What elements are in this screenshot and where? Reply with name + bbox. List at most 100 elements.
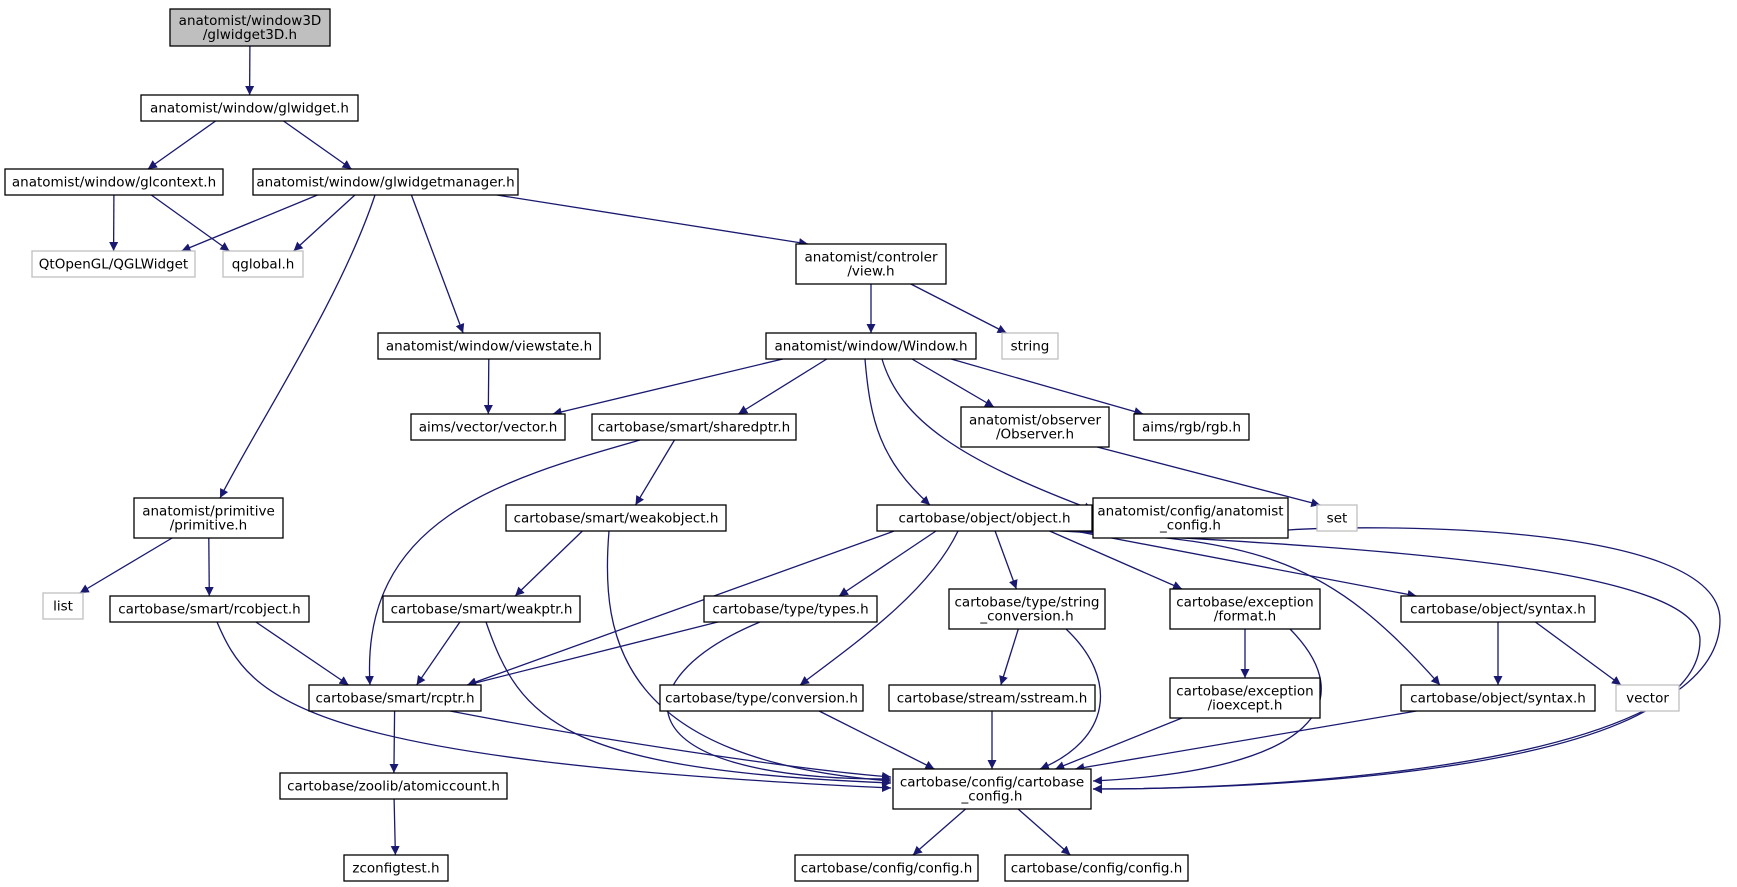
edge-n16-to-n23	[994, 530, 1018, 590]
edge-n26-to-n32	[449, 710, 892, 781]
node-box	[1004, 854, 1189, 882]
node-label: anatomist/window/glcontext.h	[12, 175, 216, 191]
node-n12[interactable]: anatomist/observer/Observer.h	[960, 406, 1110, 448]
node-n5: qglobal.h	[222, 250, 304, 278]
node-label: cartobase/object/syntax.h	[1410, 602, 1586, 618]
node-box	[948, 588, 1106, 630]
node-n13[interactable]: aims/rgb/rgb.h	[1133, 413, 1250, 441]
node-box	[343, 854, 449, 882]
node-n14[interactable]: anatomist/primitive/primitive.h	[133, 497, 284, 539]
node-n25[interactable]: cartobase/object/syntax.h	[1400, 595, 1596, 623]
edge-line	[818, 710, 935, 770]
edge-n32-to-n36	[1017, 808, 1071, 856]
edge-n32-to-n35	[912, 808, 967, 856]
node-label: anatomist/window/glwidgetmanager.h	[256, 175, 514, 191]
node-label: cartobase/type/string	[955, 595, 1100, 611]
node-box	[140, 94, 359, 122]
edge-n12-to-n18	[1097, 446, 1321, 508]
node-box	[1400, 684, 1596, 712]
node-n28[interactable]: cartobase/stream/sstream.h	[888, 684, 1096, 712]
edge-n3-to-n4	[181, 194, 318, 252]
edge-line	[79, 537, 173, 594]
node-n23[interactable]: cartobase/type/string_conversion.h	[948, 588, 1106, 630]
node-box	[1001, 332, 1059, 360]
node-label: cartobase/config/config.h	[801, 861, 973, 877]
node-n2[interactable]: anatomist/window/glcontext.h	[4, 168, 224, 196]
node-n7[interactable]: anatomist/window/viewstate.h	[377, 332, 601, 360]
node-n15[interactable]: cartobase/smart/weakobject.h	[505, 504, 727, 532]
node-n30[interactable]: cartobase/object/syntax.h	[1400, 684, 1596, 712]
edge-line	[389, 710, 399, 774]
node-box	[794, 854, 979, 882]
node-n16[interactable]: cartobase/object/object.h	[876, 504, 1093, 532]
node-n34[interactable]: zconfigtest.h	[343, 854, 449, 882]
nodes-layer: anatomist/window3D/glwidget3D.h anatomist…	[4, 8, 1680, 882]
edge-line	[999, 628, 1019, 686]
node-n10[interactable]: aims/vector/vector.h	[410, 413, 566, 441]
node-label: _config.h	[1159, 518, 1221, 534]
edge-line	[449, 710, 892, 781]
edge-n8-to-n13	[950, 358, 1144, 416]
node-label: zconfigtest.h	[352, 861, 439, 877]
edge-n25-to-n31	[1535, 621, 1622, 686]
node-n18: set	[1316, 504, 1358, 532]
edge-line	[1039, 628, 1101, 770]
node-n33[interactable]: cartobase/zoolib/atomiccount.h	[279, 772, 508, 800]
node-label: cartobase/stream/sstream.h	[897, 691, 1088, 707]
edge-n14-to-n20	[204, 537, 214, 597]
node-label: qglobal.h	[232, 257, 295, 273]
node-label: set	[1327, 511, 1348, 527]
node-label: anatomist/window/Window.h	[774, 339, 967, 355]
edge-line	[216, 621, 892, 793]
node-box	[1169, 588, 1321, 630]
edge-n23-to-n28	[999, 628, 1019, 686]
node-box	[795, 243, 947, 285]
edge-n20-to-n26	[255, 621, 349, 686]
node-n26[interactable]: cartobase/smart/rcptr.h	[308, 684, 482, 712]
node-n6[interactable]: anatomist/controler/view.h	[795, 243, 947, 285]
node-n1[interactable]: anatomist/window/glwidget.h	[140, 94, 359, 122]
edge-n3-to-n5	[293, 194, 356, 252]
node-label: /glwidget3D.h	[203, 27, 297, 43]
node-box	[377, 332, 601, 360]
node-n27[interactable]: cartobase/type/conversion.h	[659, 684, 864, 712]
edge-line	[911, 358, 995, 408]
node-label: QtOpenGL/QGLWidget	[39, 257, 188, 273]
edge-n17-to-n32	[1092, 527, 1721, 794]
edge-n30-to-n32	[1075, 710, 1417, 772]
edge-n3-to-n7	[410, 194, 465, 334]
edge-line	[466, 530, 895, 687]
edge-line	[1092, 527, 1721, 794]
node-box	[252, 168, 519, 196]
node-n32[interactable]: cartobase/config/cartobase_config.h	[892, 768, 1092, 810]
node-label: /Observer.h	[996, 427, 1074, 443]
edge-n23-to-n32	[1039, 628, 1101, 770]
edge-n26-to-n33	[389, 710, 399, 774]
node-n0[interactable]: anatomist/window3D/glwidget3D.h	[169, 8, 331, 47]
node-n22[interactable]: cartobase/type/types.h	[703, 595, 878, 623]
node-n8[interactable]: anatomist/window/Window.h	[765, 332, 977, 360]
node-n20[interactable]: cartobase/smart/rcobject.h	[109, 595, 310, 623]
node-n11[interactable]: cartobase/smart/sharedptr.h	[591, 413, 797, 441]
node-n36[interactable]: cartobase/config/config.h	[1004, 854, 1189, 882]
node-label: cartobase/exception	[1176, 684, 1314, 700]
node-n35[interactable]: cartobase/config/config.h	[794, 854, 979, 882]
edge-line	[864, 358, 931, 506]
node-n21[interactable]: cartobase/smart/weakptr.h	[382, 595, 581, 623]
node-box	[222, 250, 304, 278]
edge-n2-to-n5	[150, 194, 230, 252]
node-n29[interactable]: cartobase/exception/ioexcept.h	[1169, 677, 1321, 719]
edge-n22-to-n32	[666, 621, 892, 784]
edge-line	[181, 194, 318, 252]
edge-line	[799, 530, 959, 686]
node-n3[interactable]: anatomist/window/glwidgetmanager.h	[252, 168, 519, 196]
node-label: cartobase/type/conversion.h	[665, 691, 858, 707]
node-label: cartobase/smart/rcptr.h	[315, 691, 474, 707]
node-n17[interactable]: anatomist/config/anatomist_config.h	[1092, 497, 1289, 539]
edge-line	[1049, 530, 1183, 590]
node-box	[1133, 413, 1250, 441]
edge-n3-to-n6	[496, 194, 809, 248]
node-label: /ioexcept.h	[1208, 698, 1283, 714]
edge-n21-to-n26	[416, 621, 461, 686]
node-n24[interactable]: cartobase/exception/format.h	[1169, 588, 1321, 630]
